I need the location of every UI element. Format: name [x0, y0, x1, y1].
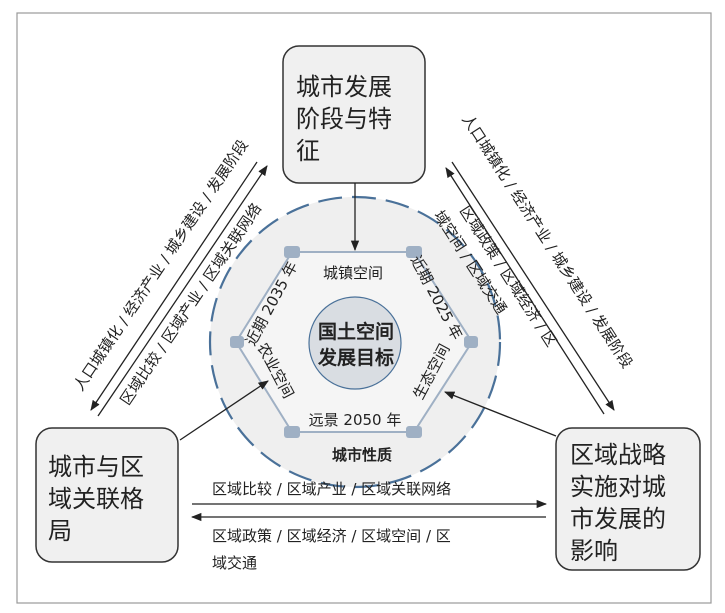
frame: [16, 12, 712, 604]
core-circle: [308, 296, 402, 390]
node-top-line2: 阶段与特: [296, 105, 392, 133]
hex-bottom-label: 远景 2050 年: [309, 411, 402, 429]
node-left-line1: 城市与区: [48, 453, 144, 481]
node-top-line3: 征: [296, 137, 320, 165]
node-city-region-pattern: 城市与区 域关联格 局: [35, 427, 179, 563]
bottom-lower-label-line1: 区域政策 / 区域经济 / 区域空间 / 区: [212, 527, 451, 545]
arrow-right-to-center: [444, 391, 557, 437]
bottom-upper-label: 区域比较 / 区域产业 / 区域关联网络: [212, 480, 451, 498]
arrow-right-inner: [445, 167, 605, 415]
node-left-line2: 域关联格: [48, 485, 144, 513]
arrow-left-inner: [97, 165, 268, 417]
arrow-left-to-center: [179, 380, 269, 441]
node-urban-development-stage: 城市发展 阶段与特 征: [282, 45, 426, 184]
arrow-right-outer: [451, 161, 615, 411]
arrow-left-outer: [90, 161, 258, 411]
core-label-line2: 发展目标: [317, 346, 394, 369]
hexagon-corner-markers: [230, 246, 478, 438]
node-right-line4: 影响: [570, 537, 618, 565]
node-right-line2: 实施对城: [570, 473, 666, 501]
node-right-line3: 市发展的: [570, 505, 666, 533]
node-right-line1: 区域战略: [570, 441, 666, 469]
bottom-lower-label-line2: 域交通: [212, 554, 257, 572]
node-left-line3: 局: [48, 517, 72, 545]
city-nature-label: 城市性质: [332, 446, 392, 464]
node-regional-strategy-impact: 区域战略 实施对城 市发展的 影响: [555, 427, 701, 571]
node-top-line1: 城市发展: [296, 73, 392, 101]
hex-top-label: 城镇空间: [323, 264, 383, 282]
core-label-line1: 国土空间: [318, 320, 394, 343]
